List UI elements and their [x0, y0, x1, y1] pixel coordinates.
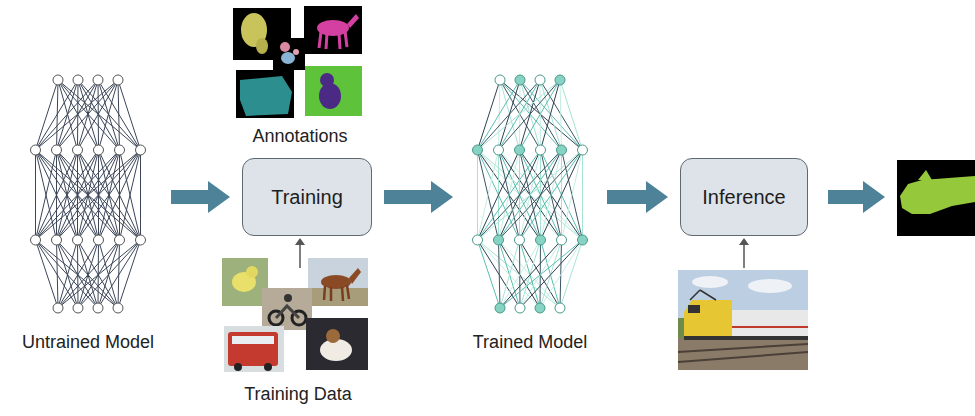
annotation-label: Annotations — [252, 126, 347, 148]
process-box: Inference — [680, 158, 808, 236]
model-figure: Trained Model — [465, 72, 595, 354]
model-figure: Untrained Model — [17, 72, 159, 354]
node-text: Untrained Model — [22, 332, 154, 354]
input-arrow — [295, 238, 749, 268]
train-photo — [678, 270, 808, 370]
node-text: Training — [271, 185, 343, 209]
training-photos — [222, 258, 368, 372]
flow-arrow — [171, 181, 230, 213]
node-text: Trained Model — [473, 332, 587, 354]
flow-arrow — [828, 181, 885, 213]
dataset-label: Training Data — [244, 384, 351, 406]
process-box: Training — [242, 158, 372, 236]
annotation-masks — [233, 6, 362, 118]
flow-arrow — [607, 181, 668, 213]
output-mask — [897, 160, 975, 236]
flow-arrow — [384, 181, 453, 213]
node-text: Inference — [702, 185, 785, 209]
